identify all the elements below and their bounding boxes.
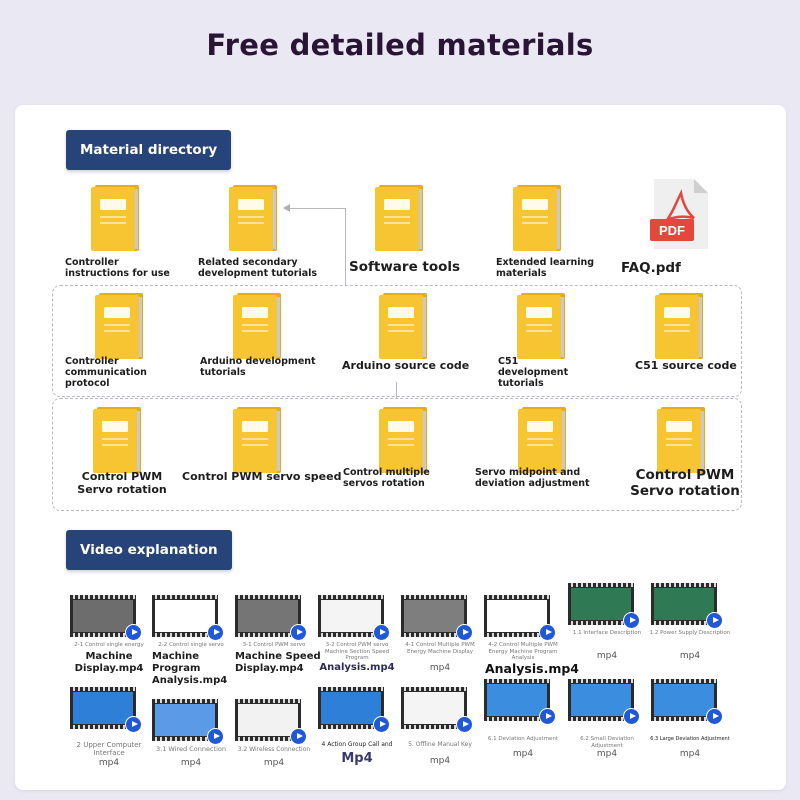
- folder-icon: [93, 407, 143, 473]
- play-icon: [706, 612, 723, 629]
- folder-icon: [95, 293, 145, 359]
- play-icon: [623, 612, 640, 629]
- video-thumbnail: [568, 679, 634, 721]
- connector-line: [345, 208, 346, 285]
- play-icon: [373, 624, 390, 641]
- folder-icon: [657, 407, 707, 473]
- folder-icon: [379, 407, 429, 473]
- play-icon: [373, 716, 390, 733]
- folder-group-box-1: [52, 285, 742, 397]
- folder-icon: [375, 185, 425, 251]
- play-icon: [539, 708, 556, 725]
- connector-line: [396, 382, 397, 398]
- play-icon: [207, 728, 224, 745]
- play-icon: [456, 716, 473, 733]
- pdf-caption: PDF: [659, 223, 685, 238]
- folder-icon: [518, 407, 568, 473]
- play-icon: [456, 624, 473, 641]
- play-icon: [623, 708, 640, 725]
- materials-card: Material directory Controller instructio…: [15, 105, 786, 790]
- play-icon: [125, 624, 142, 641]
- play-icon: [539, 624, 556, 641]
- video-thumbnail: [484, 595, 550, 637]
- video-thumbnail: [484, 679, 550, 721]
- folder-icon: [233, 407, 283, 473]
- folder-icon: [91, 185, 141, 251]
- play-icon: [290, 624, 307, 641]
- play-icon: [290, 728, 307, 745]
- play-icon: [706, 708, 723, 725]
- folder-icon: [655, 293, 705, 359]
- play-icon: [125, 716, 142, 733]
- video-explanation-badge: Video explanation: [66, 530, 232, 570]
- folder-icon: [513, 185, 563, 251]
- folder-icon: [233, 293, 283, 359]
- arrow-left-icon: [283, 204, 290, 212]
- video-thumbnail: [70, 595, 136, 637]
- play-icon: [207, 624, 224, 641]
- folder-icon: [379, 293, 429, 359]
- video-thumbnail: [651, 679, 717, 721]
- pdf-icon: PDF: [650, 179, 708, 249]
- material-directory-badge: Material directory: [66, 130, 232, 170]
- video-thumbnail: [318, 595, 384, 637]
- folder-icon: [229, 185, 279, 251]
- connector-line: [289, 208, 346, 209]
- page-title: Free detailed materials: [206, 28, 594, 62]
- folder-group-box-2: [52, 398, 742, 511]
- folder-icon: [517, 293, 567, 359]
